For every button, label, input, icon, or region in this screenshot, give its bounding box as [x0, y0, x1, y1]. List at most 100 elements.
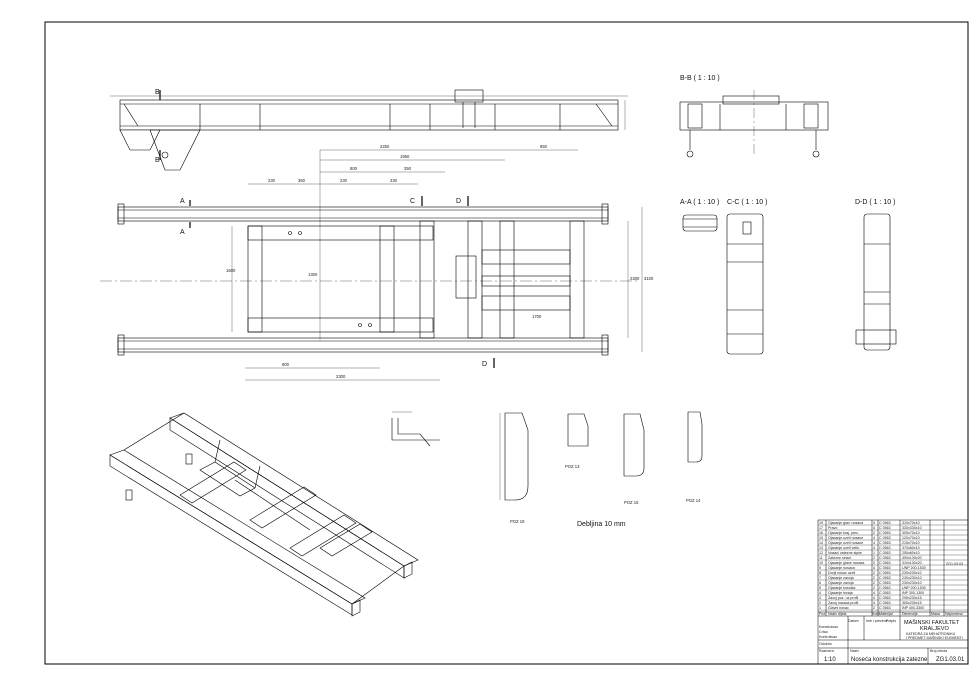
parts-cell: 230x230x10 — [902, 576, 922, 580]
parts-cell: 4 — [873, 521, 875, 525]
dim-230-a: 230 — [268, 178, 276, 183]
dim-230-b: 230 — [340, 178, 348, 183]
dim-1300: 1300 — [308, 272, 318, 277]
parts-cell: Ojacanje glave nosaca — [828, 561, 864, 565]
parts-cell: Ojacanje glav. nosaca — [828, 521, 863, 525]
tb-odobrio: Odobrio — [819, 642, 832, 646]
parts-cell: 16 — [819, 531, 823, 535]
hdr-dim: Dimenzije — [902, 612, 918, 616]
parts-cell: 370x60x10 — [902, 546, 920, 550]
parts-cell: C 0563 — [879, 526, 891, 530]
parts-cell: C 0563 — [879, 596, 891, 600]
parts-cell: C 0563 — [879, 551, 891, 555]
parts-cell: INP 400-3300 — [902, 606, 924, 610]
parts-cell: 4 — [873, 546, 875, 550]
tb-dept1: KATEDRA ZA MEHATRONIKU — [906, 632, 956, 636]
dim-800: 800 — [350, 166, 358, 171]
isometric-view — [109, 412, 419, 617]
dim-2300-vertical: 2300 — [630, 276, 640, 281]
parts-cell: 11 — [819, 556, 823, 560]
parts-cell: C 0563 — [879, 536, 891, 540]
dim-2300: 2300 — [336, 374, 346, 379]
parts-cell: 305x70x10 — [902, 531, 920, 535]
parts-cell: 4 — [873, 541, 875, 545]
detail-poz-13 — [567, 413, 589, 447]
tb-potpis: Potpis — [886, 619, 896, 623]
parts-cell: C 0563 — [879, 576, 891, 580]
parts-cell: C 0563 — [879, 556, 891, 560]
parts-cell: 4 — [819, 591, 821, 595]
parts-cell: 4 — [873, 596, 875, 600]
view-title-a-a: A-A ( 1 : 10 ) — [680, 199, 719, 206]
tb-side-no: ZG1.03.03 — [946, 562, 963, 566]
detail-poz-14 — [687, 411, 703, 463]
parts-cell: 7 — [819, 576, 821, 580]
parts-cell: C 0563 — [879, 561, 891, 565]
dim-3100: 3100 — [644, 276, 654, 281]
parts-cell: Zavoj nosaca profil — [828, 601, 858, 605]
tb-konstruisao: Konstruisao — [819, 625, 838, 629]
section-mark-b-top: B — [155, 89, 160, 96]
parts-cell: C 0563 — [879, 581, 891, 585]
parts-cell: UNP 200-1530 — [902, 566, 926, 570]
section-mark-a-top: A — [180, 198, 185, 205]
parts-cell: 4 — [873, 566, 875, 570]
parts-cell: C 0563 — [879, 606, 891, 610]
dim-350: 350 — [404, 166, 412, 171]
parts-cell: 310x70x10 — [902, 521, 920, 525]
view-title-d-d: D-D ( 1 : 10 ) — [855, 199, 895, 206]
dim-1600: 1600 — [226, 268, 236, 273]
view-title-c-c: C-C ( 1 : 10 ) — [727, 199, 767, 206]
hdr-masa: Masa — [931, 612, 940, 616]
dim-900: 900 — [282, 362, 290, 367]
parts-cell: Zatezne sinice — [828, 556, 851, 560]
parts-cell: 300x230x15 — [902, 601, 922, 605]
parts-cell: 330x330x10 — [902, 526, 922, 530]
parts-cell: Ojacanje uzeli nosace — [828, 536, 863, 540]
parts-cell: 250x60x10 — [902, 551, 920, 555]
parts-cell: 4 — [873, 536, 875, 540]
dim-230-c: 230 — [390, 178, 398, 183]
parts-cell: 290x230x15 — [902, 596, 922, 600]
label-poz-18: POZ 18 — [510, 519, 525, 524]
frame-border — [44, 21, 969, 665]
parts-cell: 1 — [819, 606, 821, 610]
parts-cell: C 0563 — [879, 541, 891, 545]
parts-cell: INP 300-1300 — [902, 591, 924, 595]
title-block: Datum Ime i prezime Potpis Konstruisao C… — [819, 562, 965, 663]
parts-cell: 230x230x10 — [902, 571, 922, 575]
parts-cell: 4 — [873, 601, 875, 605]
detail-poz-18 — [499, 412, 529, 501]
parts-cell: 2 — [873, 571, 875, 575]
tb-drawing-no: ZG1.03.01 — [936, 657, 965, 663]
parts-cell: 120x70x10 — [902, 536, 920, 540]
parts-cell: 2 — [873, 606, 875, 610]
parts-cell: Ojacanje kosnika — [828, 586, 855, 590]
parts-cell: UNP 200-1530 — [902, 586, 926, 590]
tb-ime: Ime i prezime — [866, 619, 888, 623]
parts-cell: 2 — [873, 556, 875, 560]
parts-cell: Ojacanje uzeli nosace — [828, 541, 863, 545]
parts-cell: 400x130x20 — [902, 556, 922, 560]
parts-cell: Glavni nosac — [828, 606, 849, 610]
parts-cell: 2 — [873, 561, 875, 565]
section-c-c — [726, 213, 764, 355]
tb-crtao: Crtao — [819, 630, 828, 634]
parts-cell: 230x230x10 — [902, 581, 922, 585]
section-a-a — [682, 214, 718, 232]
tb-razmera-label: Razmera — [819, 649, 834, 653]
detail-weld — [391, 411, 440, 447]
parts-cell: 19 — [819, 521, 823, 525]
parts-cell: C 0563 — [879, 546, 891, 550]
tb-dept2: I PREDMET MAŠINSKI ELEMENTI — [906, 635, 963, 640]
detail-poz-15 — [623, 413, 645, 477]
section-b-b — [679, 90, 829, 158]
section-mark-d-bottom: D — [482, 361, 487, 368]
parts-cell: 17 — [819, 526, 823, 530]
section-mark-d-top: D — [456, 198, 461, 205]
plate-thickness-note: Debljina 10 mm — [577, 521, 626, 528]
parts-cell: C 0563 — [879, 591, 891, 595]
parts-cell: Ojacanje nosaca — [828, 566, 855, 570]
